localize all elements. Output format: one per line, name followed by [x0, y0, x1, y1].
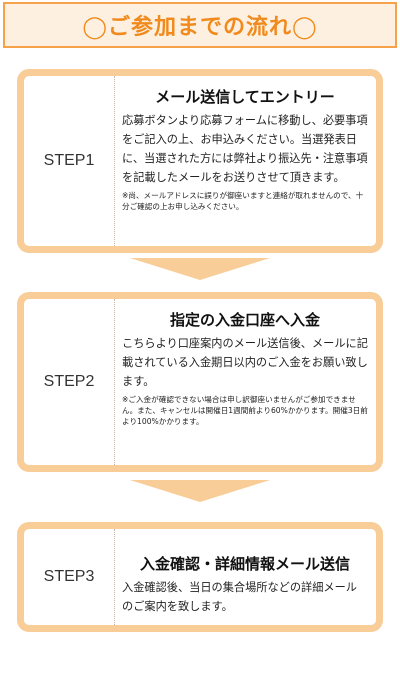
step-2-title: 指定の入金口座へ入金	[169, 311, 320, 329]
step-3-label: STEP3	[24, 529, 115, 625]
down-arrow-2	[130, 480, 270, 502]
down-arrow-1	[130, 258, 270, 280]
step-3-title: 入金確認・詳細情報メール送信	[139, 555, 350, 573]
step-2-note: ※ご入金が確認できない場合は申し訳御座いませんがご参加できません。また、キャンセ…	[122, 395, 368, 426]
step-1-body: メール送信してエントリー 応募ボタンより応募フォームに移動し、必要事項をご記入の…	[122, 86, 368, 212]
step-3-body: 入金確認・詳細情報メール送信 入金確認後、当日の集合場所などの詳細メールのご案内…	[122, 553, 368, 616]
step-1-card: STEP1 メール送信してエントリー 応募ボタンより応募フォームに移動し、必要事…	[17, 69, 383, 253]
step-1-title: メール送信してエントリー	[155, 88, 335, 106]
step-1-note: ※尚、メールアドレスに誤りが御座いますと連絡が取れませんので、十分ご確認の上お申…	[122, 191, 364, 211]
step-2-card: STEP2 指定の入金口座へ入金 こちらより口座案内のメール送信後、メールに記載…	[17, 292, 383, 472]
step-3-card: STEP3 入金確認・詳細情報メール送信 入金確認後、当日の集合場所などの詳細メ…	[17, 522, 383, 632]
step-1-text: 応募ボタンより応募フォームに移動し、必要事項をご記入の上、お申込みください。当選…	[122, 114, 368, 184]
step-2-label: STEP2	[24, 299, 115, 465]
page-title: ◯ご参加までの流れ◯	[82, 15, 318, 40]
step-3-text: 入金確認後、当日の集合場所などの詳細メールのご案内を致します。	[122, 581, 357, 613]
page-header: ◯ご参加までの流れ◯	[3, 2, 397, 48]
step-2-text: こちらより口座案内のメール送信後、メールに記載されている入金期日以内のご入金をお…	[122, 337, 368, 388]
step-2-body: 指定の入金口座へ入金 こちらより口座案内のメール送信後、メールに記載されている入…	[122, 309, 368, 427]
step-1-label: STEP1	[24, 76, 115, 246]
